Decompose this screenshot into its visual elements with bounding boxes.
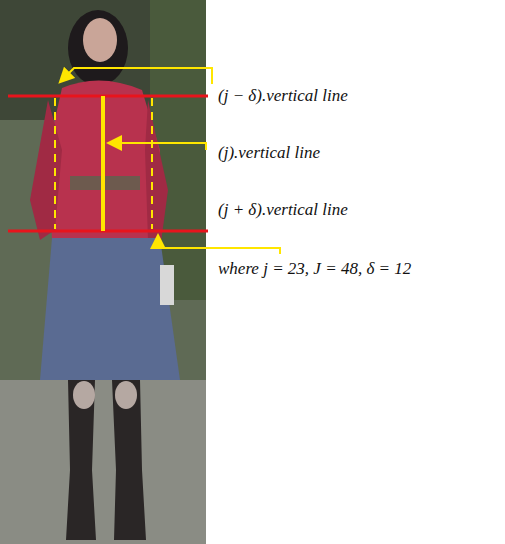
photo-background: [0, 0, 206, 544]
jacket: [48, 80, 160, 240]
right-boot: [112, 380, 146, 540]
leader-line: [114, 143, 206, 150]
parameter-note: where j = 23, J = 48, δ = 12: [218, 259, 411, 279]
face: [83, 18, 117, 62]
bottom-red-line: [8, 230, 208, 233]
left-arm: [30, 100, 62, 240]
hair: [68, 10, 128, 86]
ground: [0, 380, 206, 544]
line-label: (j − δ).vertical line: [218, 86, 348, 106]
bag: [160, 265, 174, 305]
line-label: (j + δ).vertical line: [218, 200, 348, 220]
right-arm: [145, 100, 168, 250]
leader-line: [158, 241, 280, 254]
leader-line: [64, 68, 212, 84]
top-red-line: [8, 95, 208, 98]
left-knee: [73, 381, 95, 409]
right-knee: [115, 381, 137, 409]
skirt: [40, 238, 180, 380]
left-dashed-line: [54, 98, 56, 229]
pedestrian-photo: [0, 0, 206, 544]
left-boot: [66, 380, 96, 540]
right-dashed-line: [151, 98, 153, 229]
line-label: (j).vertical line: [218, 143, 320, 163]
center-vertical-line: [101, 96, 105, 231]
